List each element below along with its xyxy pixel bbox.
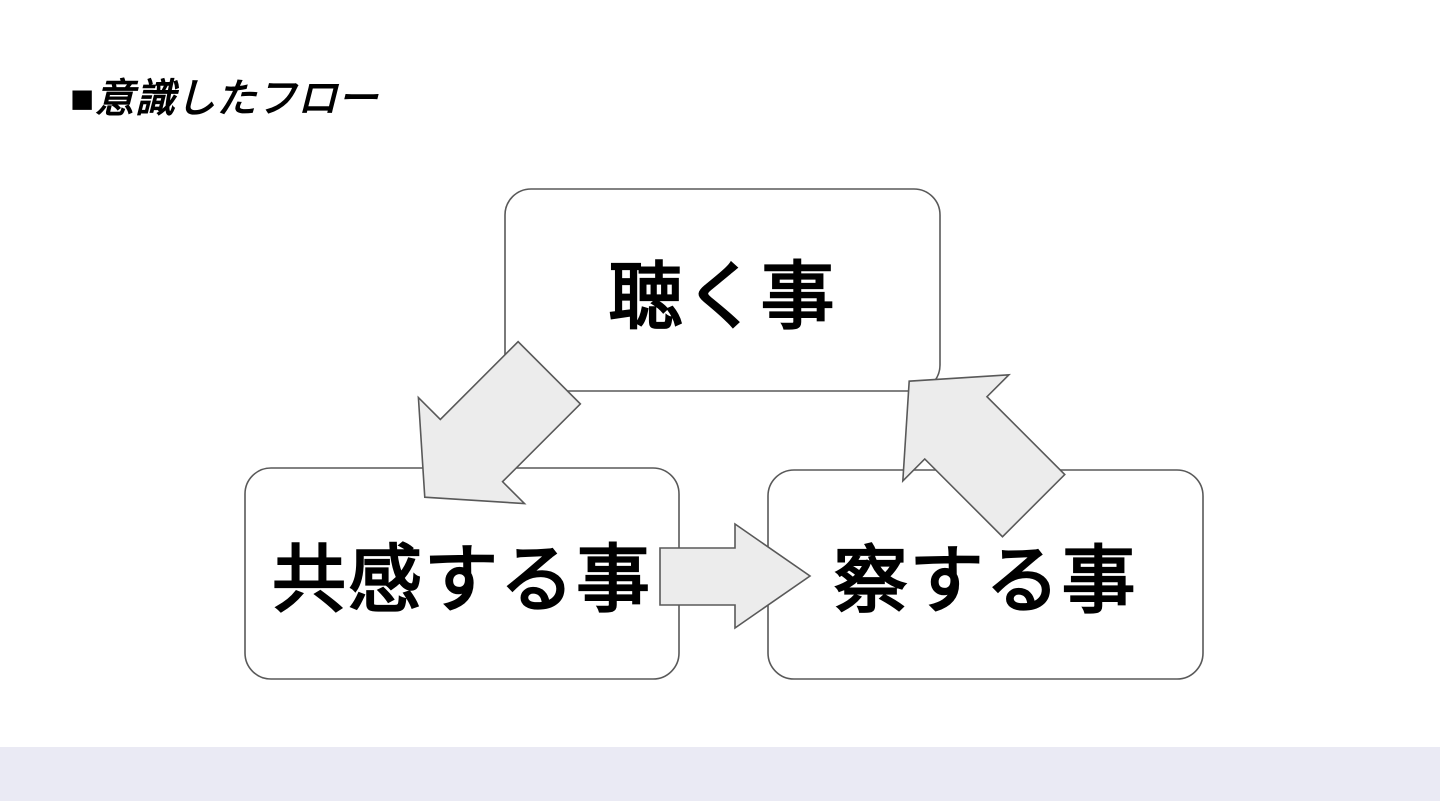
- node-box-listen[interactable]: [504, 188, 941, 392]
- arrow-perceive-to-listen: [901, 373, 1066, 538]
- bottom-accent-strip: [0, 747, 1440, 801]
- arrow-empathize-to-perceive: [659, 522, 812, 630]
- arrow-listen-to-empathize: [417, 340, 582, 505]
- page-title: ■意識したフロー: [70, 77, 379, 121]
